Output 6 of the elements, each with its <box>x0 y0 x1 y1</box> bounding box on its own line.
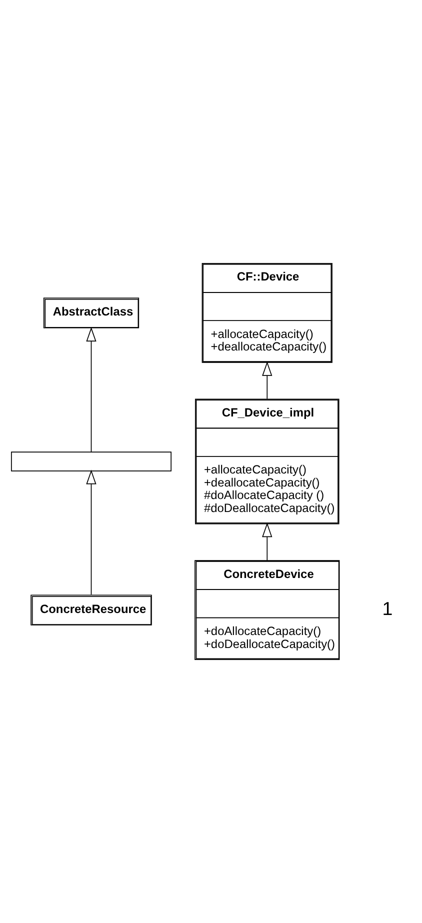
arrow <box>262 522 272 561</box>
arrow <box>86 327 96 452</box>
node-box <box>11 452 172 472</box>
arrow <box>86 470 96 596</box>
arrow <box>262 361 272 400</box>
label: 1 <box>382 598 393 619</box>
